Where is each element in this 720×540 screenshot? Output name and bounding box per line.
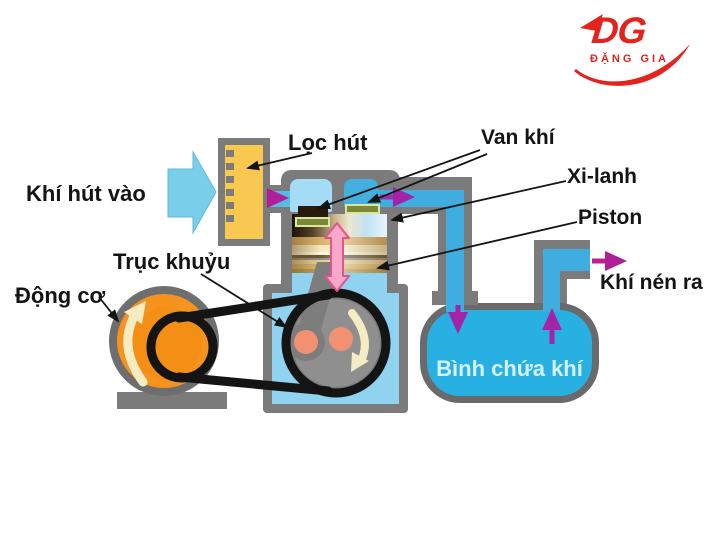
leader-valve-left [317, 149, 481, 209]
crank-rotation-arrowhead [351, 352, 369, 372]
motor-base [117, 392, 227, 409]
leader-valve-right [367, 153, 488, 203]
label-piston: Piston [578, 206, 643, 229]
leader-motor [98, 296, 120, 323]
discharge-valve [345, 204, 380, 214]
crank-shaft [329, 327, 353, 351]
piston-motion-arrow [324, 222, 350, 292]
crank-pin [294, 330, 318, 354]
logo-monogram: DG [589, 10, 648, 51]
label-filter: Lọc hút [288, 130, 368, 155]
label-intake: Khí hút vào [26, 181, 146, 206]
label-crankshaft: Trục khuỷu [113, 249, 231, 274]
leader-cylinder [390, 180, 567, 223]
intake-port [298, 206, 328, 218]
leader-lines [98, 149, 578, 329]
outlet-pipe-bore-horizontal [543, 249, 590, 271]
logo-company-name: ĐẶNG GIA [590, 53, 669, 65]
logo-swoosh [574, 44, 690, 86]
drive-belt [146, 288, 391, 398]
label-tank: Bình chứa khí [436, 356, 583, 381]
logo-arrow-icon [580, 14, 603, 31]
tank-inlet-flange-left [432, 291, 446, 305]
air-tank [420, 303, 599, 403]
outlet-elbow-right-wall [560, 268, 567, 305]
label-outlet: Khí nén ra [600, 271, 703, 294]
tank-inlet-flange-right [464, 291, 478, 305]
outlet-elbow-bottom [560, 271, 590, 279]
intake-valve [295, 217, 330, 227]
intake-air-arrow [167, 150, 217, 235]
label-cylinder: Xi-lanh [567, 165, 638, 188]
motor-rotation-arrowhead [124, 301, 146, 324]
label-motor: Động cơ [15, 283, 106, 308]
crank-rotation-arrow [348, 309, 369, 365]
leader-crankshaft [200, 273, 288, 329]
outlet-elbow-top [534, 240, 590, 250]
filter-slits [226, 150, 234, 224]
leader-filter [246, 152, 313, 171]
outlet-elbow-left-wall [534, 240, 543, 305]
leader-piston [376, 221, 578, 271]
label-valves: Van khí [481, 126, 555, 149]
motor-wheel-hub [130, 307, 202, 379]
